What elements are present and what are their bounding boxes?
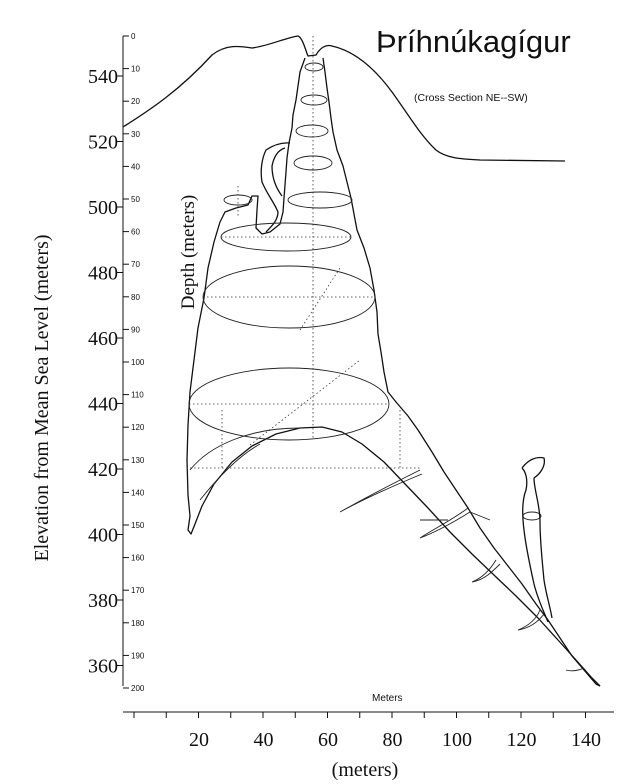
elevation-tick-label: 380 xyxy=(88,590,118,612)
elevation-tick-label: 440 xyxy=(88,394,118,416)
depth-tick-label: 20 xyxy=(131,97,140,106)
section-lines xyxy=(189,236,420,470)
depth-tick-label: 80 xyxy=(131,293,140,302)
x-tick-label: 140 xyxy=(571,729,601,751)
depth-tick-label: 70 xyxy=(131,260,140,269)
section-ellipse xyxy=(295,124,329,138)
section-ellipse xyxy=(304,62,324,72)
right-shaft xyxy=(521,456,553,623)
floor-sections xyxy=(189,427,585,672)
depth-tick-label: 60 xyxy=(131,228,140,237)
floor-arc xyxy=(471,559,501,583)
x-tick-label: 100 xyxy=(442,729,472,751)
diagram-title: Þríhnúkagígur xyxy=(376,24,571,59)
side-chimney xyxy=(260,142,291,233)
floor-arc xyxy=(199,443,261,501)
depth-tick-label: 40 xyxy=(131,162,140,171)
x-tick-label: 60 xyxy=(318,729,338,751)
depth-ticks: 0 10 20 30 40 50 60 70 80 90 100 110 120 130 140 150 160… xyxy=(123,32,145,693)
depth-tick-label: 130 xyxy=(131,456,145,465)
elevation-tick-label: 480 xyxy=(88,263,118,285)
depth-tick-label: 110 xyxy=(131,391,144,400)
section-ellipse xyxy=(300,94,328,106)
floor-arc xyxy=(419,507,471,539)
cross-section-ellipses xyxy=(188,62,542,521)
elevation-ticks: 540 520 500 480 460 440 420 400 380 360 xyxy=(88,66,123,678)
section-ellipse xyxy=(202,265,376,329)
depth-tick-label: 120 xyxy=(131,423,145,432)
elevation-tick-label: 500 xyxy=(88,197,118,219)
floor-arc xyxy=(420,511,491,521)
cave-right-wall xyxy=(322,57,601,687)
floor-arc xyxy=(339,469,423,513)
diagram-subtitle: (Cross Section NE--SW) xyxy=(414,92,528,104)
section-ellipse xyxy=(287,191,353,209)
depth-axis-label: Depth (meters) xyxy=(178,195,199,309)
elevation-tick-label: 420 xyxy=(88,459,118,481)
depth-tick-label: 100 xyxy=(131,358,145,367)
depth-tick-label: 200 xyxy=(131,684,145,693)
elevation-axis-label: Elevation from Mean Sea Level (meters) xyxy=(31,234,53,561)
depth-tick-label: 50 xyxy=(131,195,140,204)
x-tick-label: 120 xyxy=(507,729,537,751)
depth-tick-label: 30 xyxy=(131,130,140,139)
elevation-tick-label: 460 xyxy=(88,328,118,350)
meters-label: Meters xyxy=(372,693,403,704)
elevation-tick-label: 400 xyxy=(88,525,118,547)
x-tick-label: 20 xyxy=(189,729,209,751)
depth-tick-label: 160 xyxy=(131,554,145,563)
x-tick-label: 80 xyxy=(383,729,403,751)
depth-tick-label: 10 xyxy=(131,65,140,74)
floor-arc xyxy=(189,427,301,471)
depth-tick-label: 90 xyxy=(131,325,140,334)
section-ellipse xyxy=(522,511,542,521)
depth-tick-label: 180 xyxy=(131,619,145,628)
cave-left-wall xyxy=(186,57,601,687)
elevation-tick-label: 520 xyxy=(88,132,118,154)
floor-arc xyxy=(565,667,585,672)
depth-tick-label: 140 xyxy=(131,488,145,497)
depth-tick-label: 170 xyxy=(131,586,145,595)
depth-tick-label: 150 xyxy=(131,521,145,530)
section-line xyxy=(299,267,341,331)
x-tick-label: 40 xyxy=(254,729,274,751)
depth-tick-label: 0 xyxy=(131,32,136,41)
section-ellipse xyxy=(293,155,333,171)
terrain-profile xyxy=(122,35,566,162)
floor-arc xyxy=(517,609,545,631)
depth-tick-label: 190 xyxy=(131,651,145,660)
elevation-tick-label: 540 xyxy=(88,66,118,88)
side-chimney-inner xyxy=(271,147,286,197)
elevation-tick-label: 360 xyxy=(88,656,118,678)
x-axis-ticks: 20 40 60 80 100 120 140 xyxy=(133,712,601,751)
x-axis-label: (meters) xyxy=(332,759,399,781)
